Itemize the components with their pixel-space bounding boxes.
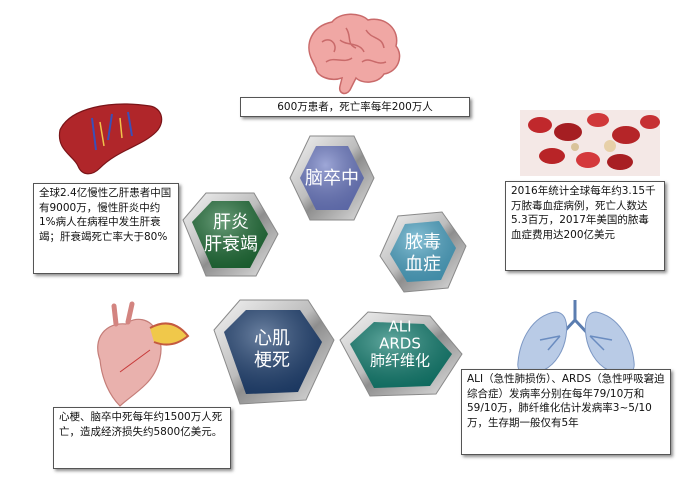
- heart-icon: [97, 301, 190, 407]
- hexagon-sepsis-line: 脓毒: [405, 232, 441, 253]
- hexagon-lung-line: 肺纤维化: [370, 352, 430, 370]
- hexagon-stroke-label: 脑卒中: [305, 168, 359, 189]
- callout-lung: ALI（急性肺损伤）、ARDS（急性呼吸窘迫综合症）发病率分别在每年79/10万…: [461, 369, 671, 455]
- hexagon-heart: 心肌梗死: [213, 299, 335, 405]
- hexagon-sepsis-label: 脓毒血症: [405, 232, 441, 275]
- hexagon-liver-line: 肝衰竭: [204, 234, 258, 255]
- hexagon-lung-line: ALI: [388, 318, 411, 336]
- hexagon-stroke-line: 脑卒中: [305, 168, 359, 189]
- hexagon-liver-label: 肝炎肝衰竭: [204, 212, 258, 255]
- hexagon-lung-line: ARDS: [379, 335, 421, 353]
- hexagon-sepsis: 脓毒血症: [379, 211, 467, 293]
- callout-heart: 心梗、脑卒中死每年约1500万人死亡，造成经济损失约5800亿美元。: [53, 407, 231, 469]
- hexagon-heart-label: 心肌梗死: [254, 328, 290, 371]
- brain-icon: [308, 13, 401, 95]
- blood-cells-icon: [520, 110, 660, 176]
- callout-liver: 全球2.4亿慢性乙肝患者中国有9000万，慢性肝炎中约1%病人在病程中发生肝衰竭…: [33, 183, 179, 274]
- hexagon-liver: 肝炎肝衰竭: [182, 192, 279, 277]
- hexagon-heart-line: 心肌: [254, 328, 290, 349]
- hexagon-heart-line: 梗死: [254, 350, 290, 371]
- hexagon-liver-line: 肝炎: [213, 212, 249, 233]
- callout-stroke: 600万患者，死亡率每年200万人: [240, 97, 470, 117]
- hexagon-stroke: 脑卒中: [289, 135, 375, 221]
- hexagon-sepsis-line: 血症: [405, 254, 441, 275]
- liver-icon: [58, 103, 163, 175]
- lungs-icon: [517, 300, 635, 376]
- callout-sepsis: 2016年统计全球每年约3.15千万脓毒血症病例，死亡人数达5.3百万，2017…: [505, 181, 665, 271]
